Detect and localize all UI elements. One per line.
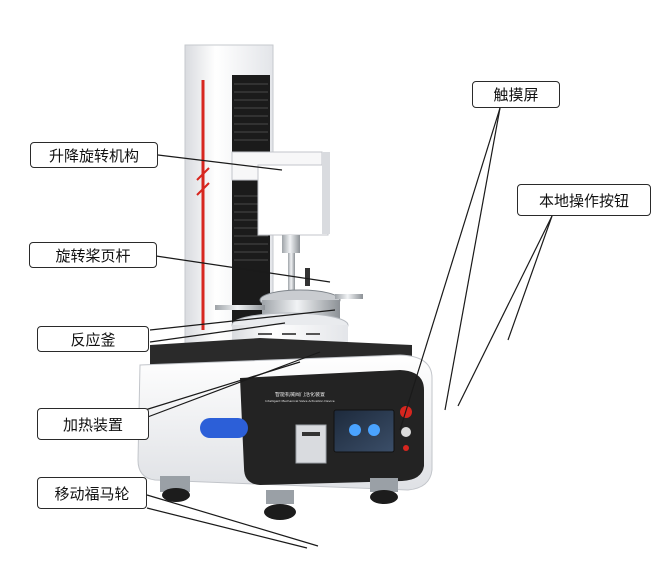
callout-local-controls: 本地操作按钮 xyxy=(517,184,651,216)
callout-lift-rotation: 升降旋转机构 xyxy=(30,142,158,168)
callout-paddle-rod-label: 旋转桨页杆 xyxy=(55,247,131,265)
callout-casters-label: 移动福马轮 xyxy=(54,485,130,503)
callout-local-controls-label: 本地操作按钮 xyxy=(538,192,629,210)
callout-heating-label: 加热装置 xyxy=(62,416,123,434)
casters xyxy=(160,476,398,520)
touchscreen-display xyxy=(333,409,395,453)
callout-touchscreen: 触摸屏 xyxy=(472,81,560,108)
callout-lift-rotation-label: 升降旋转机构 xyxy=(48,147,139,165)
control-knob-icon xyxy=(401,427,411,437)
lift-rotation-head xyxy=(231,151,330,293)
callout-reactor-label: 反应釜 xyxy=(70,331,116,349)
paddle-rod-shaft xyxy=(288,253,295,293)
panel-subtitle: Intelligent Mechanical Valve Activation … xyxy=(265,399,335,403)
callout-paddle-rod: 旋转桨页杆 xyxy=(29,242,157,268)
callout-reactor: 反应釜 xyxy=(37,326,149,352)
blue-indicator xyxy=(200,418,248,438)
base-cabinet xyxy=(137,338,433,491)
panel-title: 智能机械阀门活化装置 xyxy=(274,392,325,398)
callout-touchscreen-label: 触摸屏 xyxy=(493,86,539,104)
leader-lines xyxy=(144,107,553,549)
callout-casters: 移动福马轮 xyxy=(37,477,147,509)
panel-title-plate: 智能机械阀门活化装置 Intelligent Mechanical Valve … xyxy=(262,392,338,408)
callout-heating: 加热装置 xyxy=(37,408,149,440)
